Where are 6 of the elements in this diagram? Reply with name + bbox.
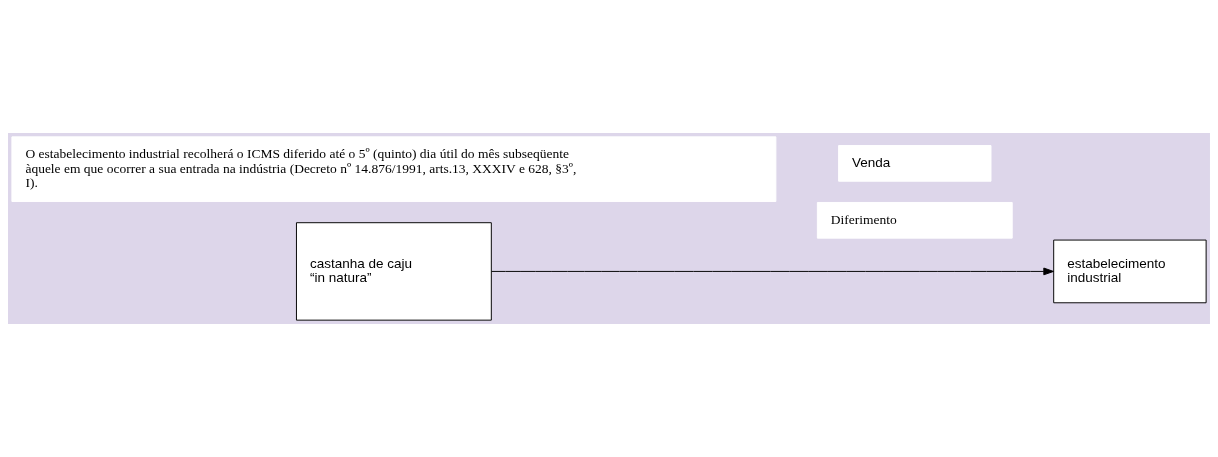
node-box: Diferimento xyxy=(816,201,1013,239)
arrow xyxy=(491,267,1054,276)
node-box: estabelecimento industrial xyxy=(1053,239,1207,304)
node-box: Venda xyxy=(838,145,992,182)
node-box: O estabelecimento industrial recolherá o ICMS diferido até o 5º (quinto) dia útil do mês subseqüente àquele em que ocorrer a sua entrada na indústria (Decreto nº 14.876/1991, arts.13, XXXIV e 628, §3º, I). xyxy=(11,136,777,202)
node-box: castanha de caju “in natura” xyxy=(295,222,492,321)
